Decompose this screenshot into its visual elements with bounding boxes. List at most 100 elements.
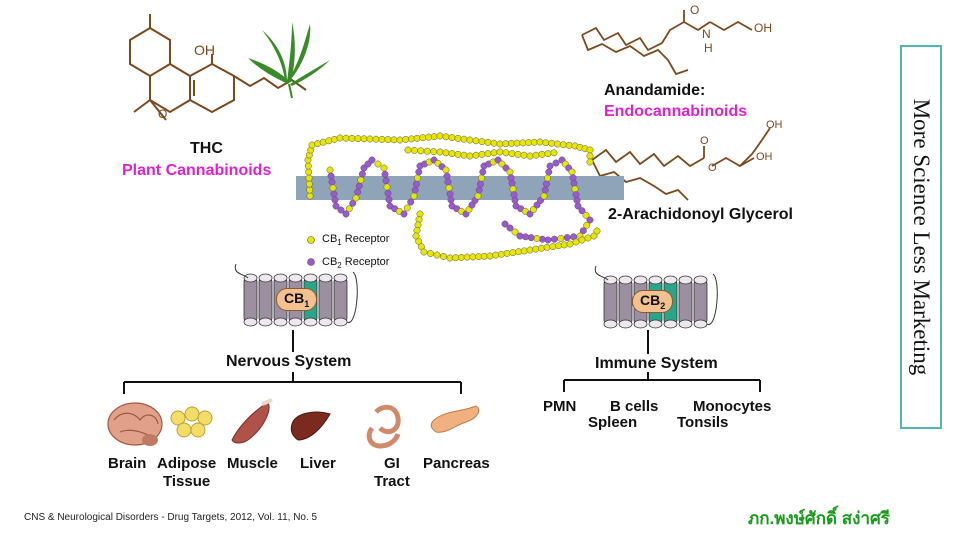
- cb1-badge: CB1: [276, 288, 318, 311]
- receptor-bead: [514, 150, 522, 158]
- receptor-bead: [544, 174, 552, 182]
- organ-adipose: Adipose: [157, 455, 217, 472]
- receptor-bead: [526, 152, 534, 160]
- receptor-bead: [342, 134, 350, 142]
- receptor-bead: [586, 216, 594, 224]
- receptor-bead: [525, 139, 533, 147]
- receptor-bead: [384, 136, 392, 144]
- receptor-bead: [584, 234, 592, 242]
- receptor-bead: [511, 228, 519, 236]
- tm-helix-cap: [603, 275, 618, 285]
- receptor-bead: [526, 246, 534, 254]
- liver-icon: [290, 411, 331, 441]
- receptor-bead: [305, 174, 313, 182]
- legend-cb2-bead: [307, 258, 315, 266]
- organ-pancreas: Pancreas: [423, 455, 490, 472]
- receptor-bead: [475, 186, 483, 194]
- receptor-bead: [496, 148, 504, 156]
- tm-helix-cap: [648, 275, 663, 285]
- receptor-bead: [560, 241, 568, 249]
- receptor-bead: [308, 141, 316, 149]
- nervous-system-title: Nervous System: [226, 353, 352, 370]
- receptor-bead: [412, 180, 420, 188]
- receptor-bead: [582, 211, 590, 219]
- receptor-bead: [410, 192, 418, 200]
- tm-helix-cap: [318, 317, 333, 327]
- receptor-bead: [444, 178, 452, 186]
- receptor-bead: [484, 150, 492, 158]
- receptor-bead: [519, 139, 527, 147]
- receptor-bead: [490, 139, 498, 147]
- receptor-bead: [486, 252, 494, 260]
- receptor-loop: [234, 263, 358, 323]
- receptor-bead: [403, 204, 411, 212]
- author-signature: ภก.พงษ์ศักดิ์ สง่าศรี: [748, 509, 890, 528]
- receptor-bead: [544, 236, 552, 244]
- receptor-bead: [383, 183, 391, 191]
- thc-class: Plant Cannabinoids: [122, 162, 272, 179]
- receptor-bead: [452, 254, 460, 262]
- cannabis-leaf-icon: [248, 22, 330, 99]
- thc-name: THC: [190, 140, 223, 157]
- receptor-bead: [507, 174, 515, 182]
- receptor-bead: [332, 202, 340, 210]
- receptor-bead: [507, 139, 515, 147]
- pancreas-icon: [430, 405, 480, 433]
- tm-helix-cap: [618, 275, 633, 285]
- receptor-bead: [540, 192, 548, 200]
- receptor-bead: [400, 210, 408, 218]
- receptor-bead: [384, 189, 392, 197]
- receptor-bead: [433, 251, 441, 259]
- two-ag-o-label: O: [700, 135, 709, 147]
- legend-cb1-bead: [307, 236, 315, 244]
- receptor-bead: [520, 247, 528, 255]
- receptor-bead: [304, 162, 312, 170]
- receptor-bead: [407, 135, 415, 143]
- side-banner: More Science Less Marketing: [900, 45, 942, 429]
- receptor-bead: [423, 147, 431, 155]
- receptor-bead: [506, 168, 514, 176]
- receptor-bead: [586, 146, 594, 154]
- receptor-bead: [543, 243, 551, 251]
- tm-helix-cap: [243, 317, 258, 327]
- receptor-bead: [578, 236, 586, 244]
- receptor-bead-chain: [304, 132, 601, 262]
- receptor-bead: [542, 180, 550, 188]
- receptor-bead: [354, 188, 362, 196]
- receptor-bead: [469, 253, 477, 261]
- receptor-bead: [563, 234, 571, 242]
- tm-helix-cap: [258, 273, 273, 283]
- receptor-bead: [527, 234, 535, 242]
- receptor-bead: [490, 149, 498, 157]
- two-ag-structure: [591, 127, 771, 201]
- receptor-bead: [501, 220, 509, 228]
- receptor-bead: [508, 179, 516, 187]
- receptor-bead: [578, 207, 586, 215]
- receptor-bead: [479, 168, 487, 176]
- cb1-receptor-icon: [234, 263, 358, 327]
- receptor-bead: [420, 248, 428, 256]
- receptor-bead: [385, 196, 393, 204]
- receptor-bead: [448, 134, 456, 142]
- organ-liver: Liver: [300, 455, 336, 472]
- receptor-bead: [352, 194, 360, 202]
- receptor-bead: [446, 190, 454, 198]
- receptor-bead: [327, 172, 335, 180]
- receptor-bead: [305, 180, 313, 188]
- receptor-bead: [579, 227, 587, 235]
- receptor-bead: [568, 168, 576, 176]
- two-ag-name: 2-Arachidonoyl Glycerol: [608, 206, 793, 223]
- legend-cb1-label: CB1 Receptor: [322, 233, 390, 248]
- tm-helix-cap: [303, 273, 318, 283]
- receptor-bead: [374, 160, 382, 168]
- anandamide-structure: [581, 10, 753, 76]
- side-banner-text: More Science Less Marketing: [909, 98, 934, 376]
- receptor-bead: [533, 201, 541, 209]
- receptor-bead: [366, 135, 374, 143]
- receptor-bead: [508, 150, 516, 158]
- receptor-bead: [510, 191, 518, 199]
- receptor-bead: [319, 138, 327, 146]
- receptor-bead: [532, 151, 540, 159]
- receptor-bead: [454, 150, 462, 158]
- receptor-bead: [411, 186, 419, 194]
